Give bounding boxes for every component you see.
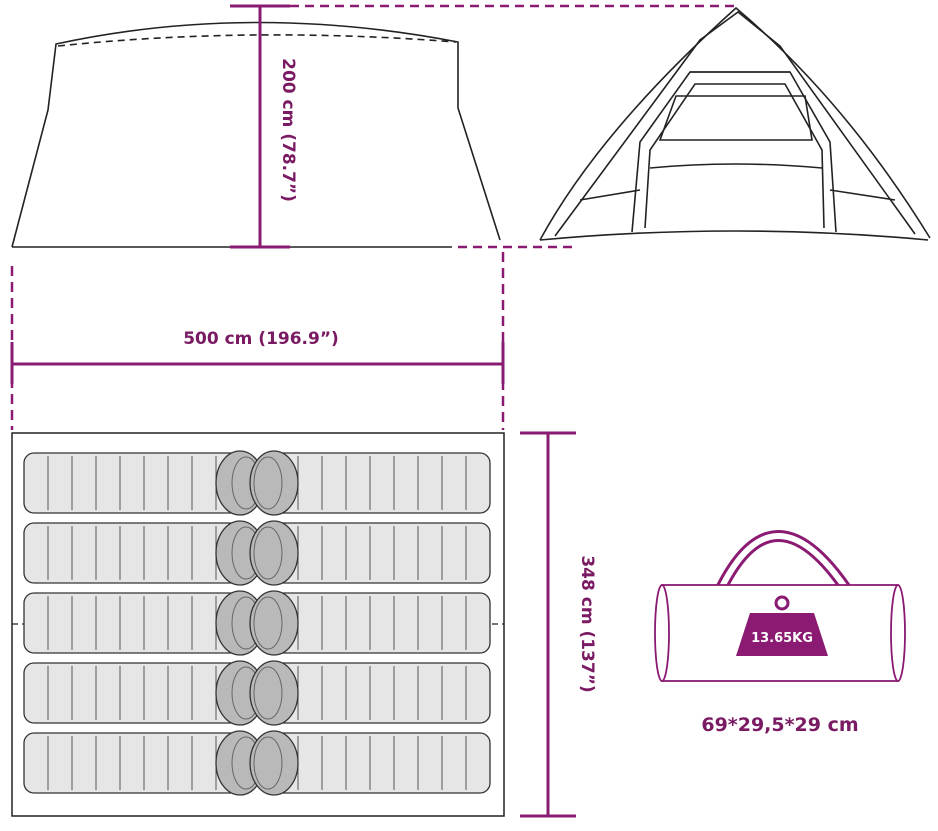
carry-bag: 13.65KG — [654, 530, 906, 682]
sleeping-bag-hood — [249, 730, 299, 796]
depth-dimension — [520, 431, 576, 818]
sleeping-bags — [23, 450, 491, 796]
sleeping-bag-body — [267, 452, 491, 514]
sleeping-bag-hood-rim — [253, 666, 283, 720]
front-view-inner-frame — [554, 10, 916, 237]
weight-icon — [736, 595, 828, 656]
sleeping-bag-body — [23, 732, 247, 794]
sleeping-bag — [249, 660, 491, 726]
sleeping-bag — [249, 520, 491, 586]
front-view-base — [539, 230, 929, 241]
sleeping-bag-body — [267, 732, 491, 794]
depth-label: 348 cm (137”) — [577, 555, 597, 692]
bag-weight-label: 13.65KG — [751, 631, 813, 646]
front-view-side-panel-right — [829, 189, 896, 201]
sleeping-bag-body — [23, 592, 247, 654]
sleeping-bag — [249, 450, 491, 516]
sleeping-bag-body — [23, 452, 247, 514]
sleeping-bag-hood-rim — [253, 526, 283, 580]
front-view-floor-line — [649, 163, 823, 169]
height-dimension — [230, 4, 736, 249]
floor-plan — [11, 432, 505, 817]
side-view-outline — [11, 21, 501, 248]
bag-left-end — [654, 584, 670, 682]
tent-front-view — [539, 6, 931, 241]
width-dimension — [10, 252, 505, 430]
sleeping-bag — [23, 660, 265, 726]
sleeping-bag-hood — [249, 660, 299, 726]
sleeping-bag-body — [23, 662, 247, 724]
sleeping-bag-body — [267, 522, 491, 584]
sleeping-bag-hood-rim — [253, 596, 283, 650]
bag-size-label: 69*29,5*29 cm — [701, 714, 858, 736]
sleeping-bag-body — [23, 522, 247, 584]
side-view-roof-seam — [57, 34, 457, 47]
sleeping-bag — [23, 450, 265, 516]
tent-side-view — [11, 21, 501, 248]
sleeping-bag — [23, 730, 265, 796]
weight-icon-body — [736, 613, 828, 656]
bag-handle-inner — [711, 533, 859, 607]
front-view-window — [658, 95, 813, 141]
sleeping-bag-hood — [249, 590, 299, 656]
sleeping-bag — [249, 730, 491, 796]
front-view-side-panel-left — [579, 189, 641, 201]
front-view-door-inner — [644, 83, 825, 229]
height-label: 200 cm (78.7”) — [278, 58, 298, 202]
sleeping-bag-hood — [249, 450, 299, 516]
sleeping-bag-body — [267, 662, 491, 724]
sleeping-bag-hood — [249, 520, 299, 586]
sleeping-bag-hood-rim — [253, 736, 283, 790]
bag-right-end — [890, 584, 906, 682]
sleeping-bag — [23, 590, 265, 656]
width-label: 500 cm (196.9”) — [183, 329, 339, 349]
sleeping-bag — [249, 590, 491, 656]
front-view-outline — [539, 6, 931, 241]
weight-icon-ring — [774, 595, 790, 611]
sleeping-bag-hood-rim — [253, 456, 283, 510]
sleeping-bag — [23, 520, 265, 586]
sleeping-bag-body — [267, 592, 491, 654]
